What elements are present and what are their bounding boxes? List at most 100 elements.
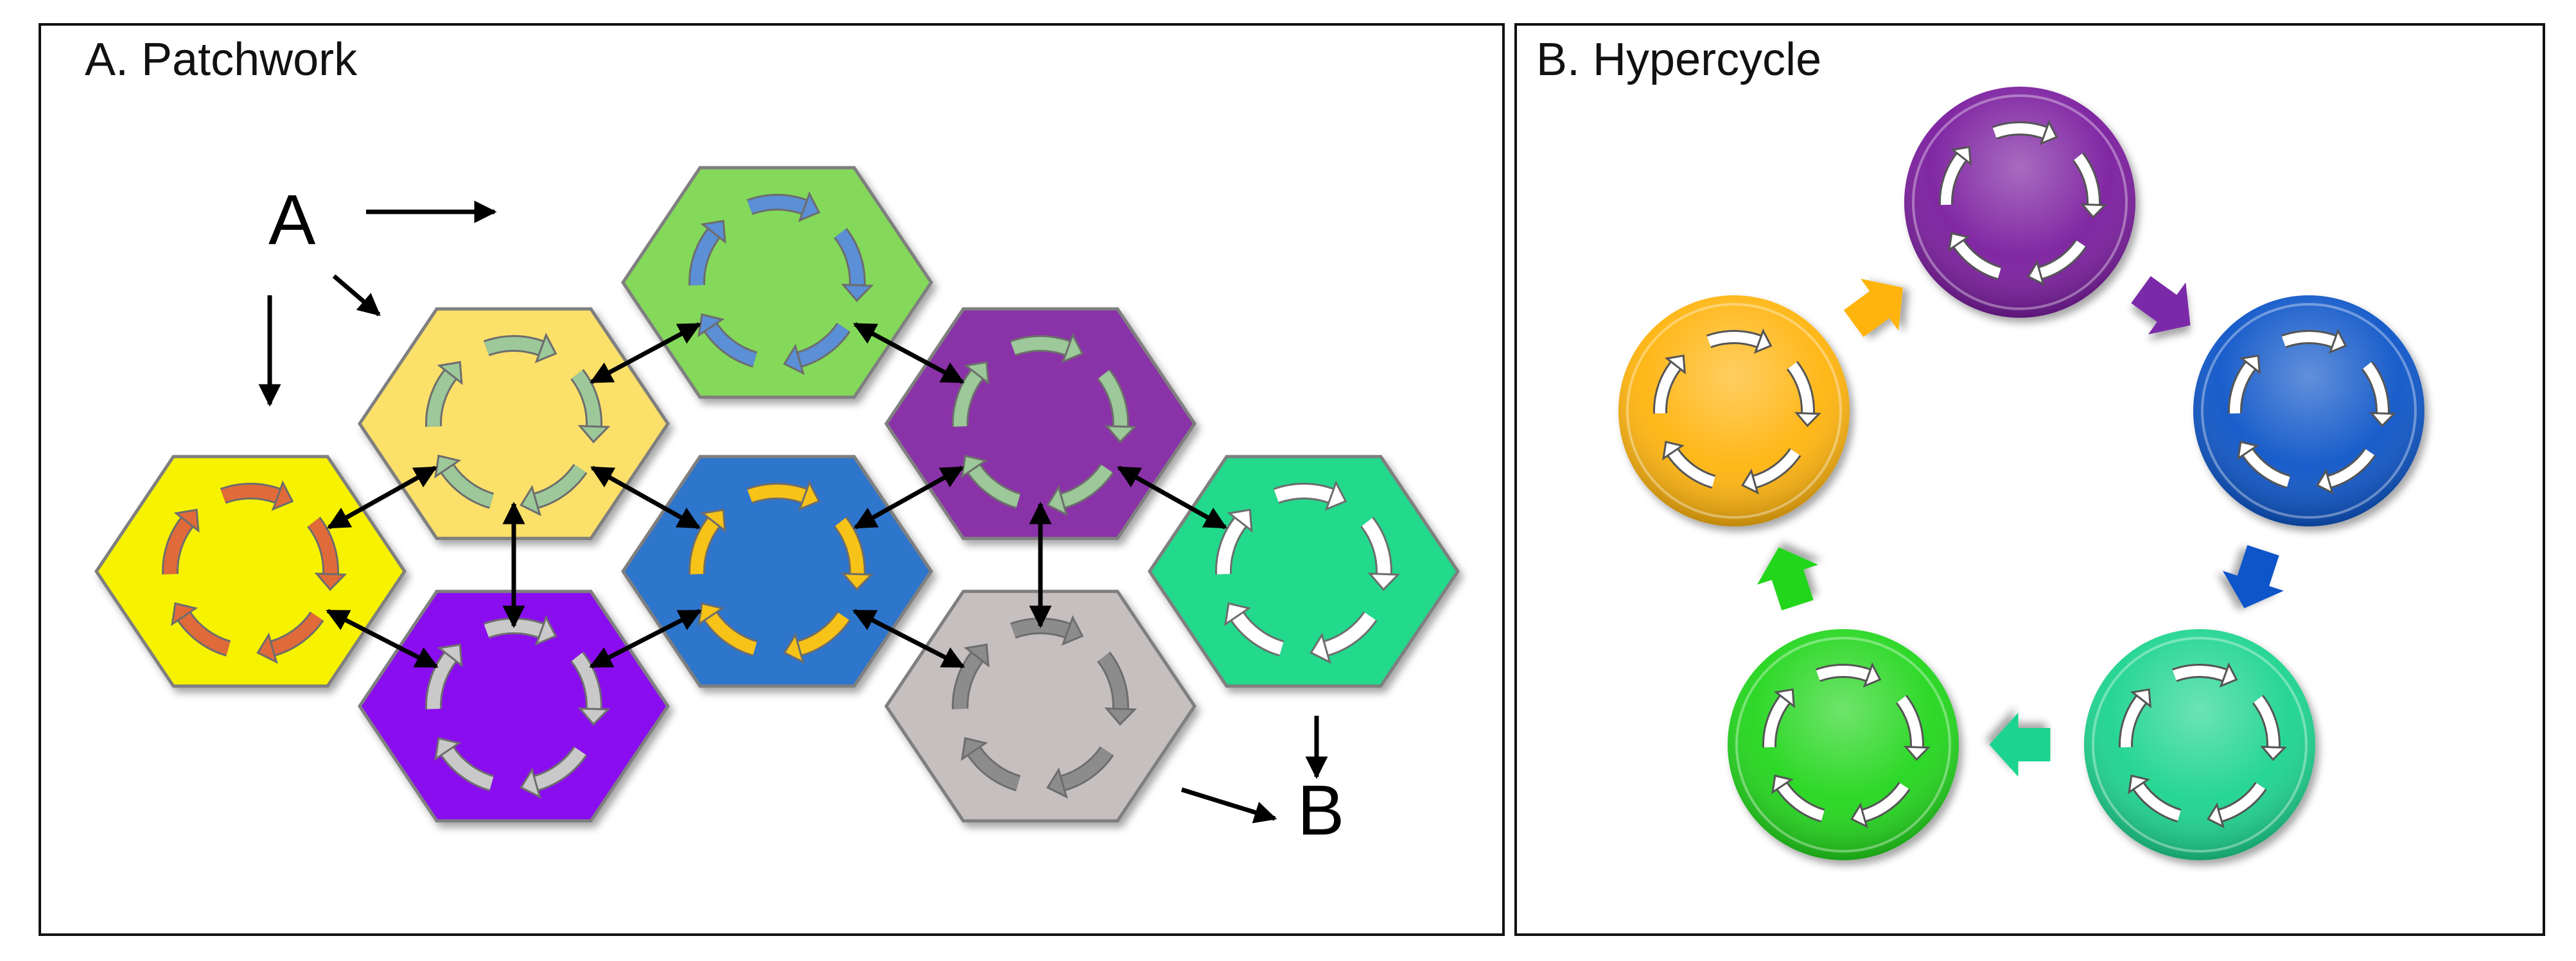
node-rim-blue	[2201, 303, 2417, 519]
source-label-a: A	[268, 180, 316, 259]
cycle-arrow	[572, 652, 600, 709]
cycle-arrow	[705, 324, 757, 366]
node-shine-orange	[1618, 295, 1850, 526]
cycle-arrowhead	[1104, 424, 1137, 444]
cycle-arrow	[442, 465, 494, 507]
cycle-link-arrow-shape	[1757, 547, 1818, 610]
migration-arrow-blue-purple	[854, 465, 964, 530]
cycle-arrow	[1862, 783, 1909, 821]
cycle-arrow	[2363, 362, 2388, 414]
cycle-arrow	[968, 465, 1021, 507]
cycle-arrowhead	[2259, 745, 2287, 761]
cycle-arrow	[2327, 449, 2374, 487]
cycle-arrowhead	[961, 455, 988, 479]
cycle-arrowhead	[2207, 802, 2225, 829]
cycle-link-arrow-shape	[1989, 713, 2051, 777]
cycle-arrowhead	[798, 480, 821, 511]
cycle-arrow	[308, 517, 337, 575]
cycle-arrow	[797, 612, 849, 655]
cycle-arrowhead	[1061, 333, 1084, 363]
cycle-arrowhead	[1046, 485, 1068, 517]
cycle-arrowhead	[2080, 203, 2107, 219]
flow-arrows: A B	[258, 180, 1344, 850]
cycle-arrow	[1060, 465, 1112, 507]
patchwork-title: A. Patchwork	[85, 34, 358, 85]
cycle-arrow	[690, 229, 719, 286]
node-ring-purple	[1939, 119, 2107, 286]
cycle-arrowhead	[700, 508, 726, 533]
cycle-arrow	[1362, 517, 1390, 575]
patch-teal	[1147, 455, 1460, 688]
hypercycle-node-orange	[1618, 295, 1850, 526]
cycle-arrow	[442, 747, 494, 790]
cycle-arrow	[572, 370, 600, 427]
cycle-arrow	[179, 612, 231, 655]
cycle-arrow	[427, 370, 456, 427]
cycle-arrowhead	[2239, 354, 2261, 375]
cycle-arrow	[1010, 619, 1071, 637]
cycle-arrowhead	[520, 767, 541, 799]
cycle-arrow	[705, 612, 757, 655]
node-shine-purple	[1904, 87, 2135, 318]
migration-arrow-purple-teal	[1117, 465, 1227, 530]
node-ring-blue	[2228, 328, 2396, 495]
cycle-arrowhead	[1903, 745, 1931, 761]
cycle-arrow	[747, 485, 807, 503]
node-rim-orange	[1626, 303, 1842, 519]
cycle-arrowhead	[271, 480, 294, 511]
cycle-arrow	[1897, 696, 1922, 748]
outflow-arrow-diagonal	[1180, 787, 1277, 824]
cycle-arrowhead	[173, 508, 200, 533]
patch-blue	[620, 455, 934, 688]
cycle-arrowhead	[314, 572, 347, 591]
cycle-arrowhead	[2316, 468, 2334, 495]
cycle-arrowhead	[841, 572, 874, 591]
migration-arrows	[326, 322, 1227, 669]
cycle-arrowhead	[783, 343, 805, 376]
cycle-arrowhead	[961, 737, 988, 761]
migration-arrow-yellow-violet	[326, 609, 439, 669]
hypercycle-ring-grey	[952, 615, 1137, 799]
cycle-arrowhead	[2027, 259, 2045, 286]
hypercycle-node-blue	[2193, 295, 2424, 526]
hypercycle-node-purple	[1904, 87, 2135, 318]
node-shine-green	[1728, 629, 1959, 860]
node-shine-teal	[2084, 629, 2315, 860]
cycle-arrow	[1992, 123, 2047, 138]
cycle-arrowhead	[783, 632, 805, 664]
cycle-arrow	[2121, 696, 2146, 748]
cycle-arrow	[2281, 332, 2336, 347]
cycle-arrowhead	[841, 283, 874, 302]
cycle-arrow	[1764, 696, 1789, 748]
cycle-arrow	[797, 324, 849, 366]
hypercycle-ring-lightyellow	[425, 333, 611, 517]
cycle-arrowhead	[798, 191, 821, 222]
cycle-arrow	[2254, 696, 2279, 748]
node-ring-orange	[1653, 328, 1821, 495]
cycle-link-arrow	[2222, 545, 2284, 609]
hypercycle-node-green	[1728, 629, 1959, 860]
sink-label-b: B	[1297, 771, 1344, 850]
cycle-arrow	[220, 485, 281, 503]
migration-arrow-lightgreen-purple	[853, 322, 965, 385]
cycle-arrowhead	[1046, 767, 1068, 799]
migration-arrow-blue-grey	[852, 609, 965, 669]
node-rim-purple	[1912, 94, 2128, 310]
hypercycle-ring-lightgreen	[688, 191, 874, 376]
hypercycle-ring-yellow	[162, 480, 347, 664]
cycle-arrowhead	[577, 707, 611, 726]
cycle-arrowhead	[520, 485, 541, 517]
cycle-arrowhead	[1324, 480, 1347, 511]
cycle-arrow	[1098, 652, 1127, 709]
node-shine-blue	[2193, 295, 2424, 526]
cycle-arrow	[2134, 783, 2181, 821]
cycle-arrowhead	[1061, 615, 1084, 646]
cycle-arrow	[1098, 370, 1127, 427]
hypercycle-title: B. Hypercycle	[1536, 34, 1822, 85]
cycle-arrowhead	[1662, 440, 1685, 461]
cycle-arrowhead	[534, 333, 557, 363]
patch-yellow	[94, 455, 407, 688]
cycle-arrowhead	[1104, 707, 1137, 726]
cycle-arrow	[484, 337, 544, 355]
